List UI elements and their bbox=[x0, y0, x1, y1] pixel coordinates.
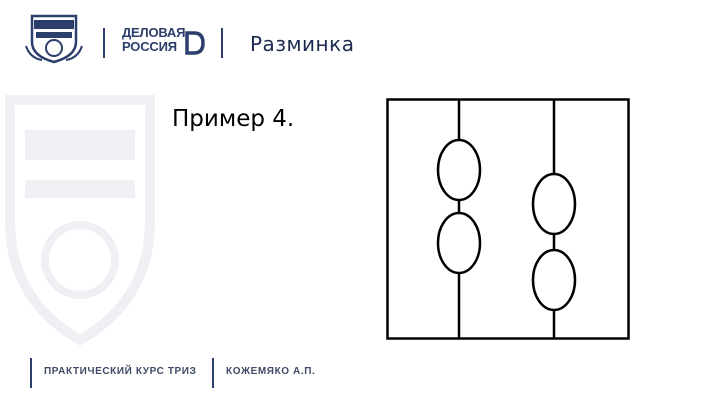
left-lower-bead bbox=[436, 211, 482, 275]
right-lower-bead bbox=[531, 248, 577, 312]
logo-line-1: ДЕЛОВАЯ bbox=[122, 25, 186, 40]
footer-divider-2 bbox=[212, 358, 214, 388]
puzzle-diagram bbox=[386, 98, 630, 340]
footer-author-label: КОЖЕМЯКО А.П. bbox=[226, 366, 316, 377]
footer-course-label: ПРАКТИЧЕСКИЙ КУРС ТРИЗ bbox=[44, 366, 197, 377]
logo-line-2: РОССИЯ bbox=[122, 39, 177, 54]
page-title: Разминка bbox=[250, 32, 355, 56]
watermark-emblem bbox=[5, 95, 155, 346]
delovaya-rossiya-logo-text: ДЕЛОВАЯ РОССИЯ bbox=[122, 25, 186, 54]
header-divider-2 bbox=[221, 28, 223, 58]
footer-divider-1 bbox=[30, 358, 32, 388]
slide-subtitle: Пример 4. bbox=[172, 106, 295, 132]
left-upper-bead bbox=[436, 138, 482, 202]
delovaya-rossiya-d-icon bbox=[185, 31, 205, 55]
course-emblem-logo bbox=[24, 12, 84, 64]
right-upper-bead bbox=[531, 172, 577, 236]
header-divider-1 bbox=[103, 28, 105, 58]
diagram-frame bbox=[386, 98, 630, 340]
